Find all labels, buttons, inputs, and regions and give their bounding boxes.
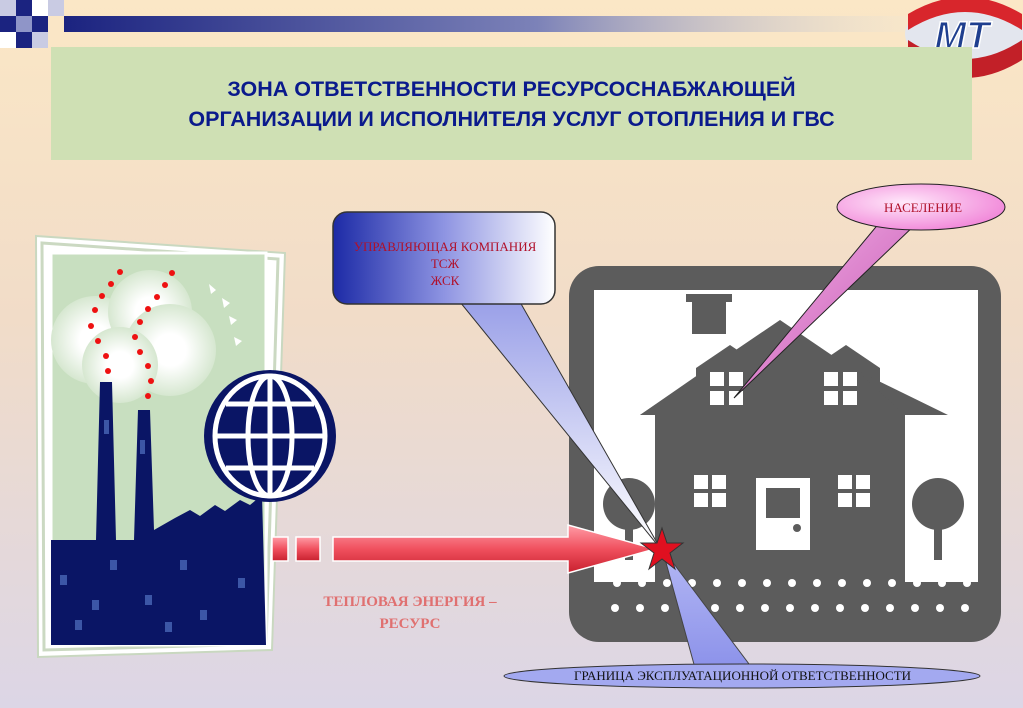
management-callout <box>332 211 661 549</box>
resource-label: ТЕПЛОВАЯ ЭНЕРГИЯ – РЕСУРС <box>290 591 530 635</box>
resource-line-2: РЕСУРС <box>379 616 441 632</box>
title-line-1: ЗОНА ОТВЕТСТВЕННОСТИ РЕСУРСОСНАБЖАЮЩЕЙ <box>227 76 796 101</box>
population-callout <box>733 183 1006 399</box>
house-windows <box>694 372 870 507</box>
management-label: УПРАВЛЯЮЩАЯ КОМПАНИЯ ТСЖ ЖСК <box>333 238 557 289</box>
management-line-1: УПРАВЛЯЮЩАЯ КОМПАНИЯ <box>353 239 537 254</box>
boundary-label: ГРАНИЦА ЭКСПЛУАТАЦИОННОЙ ОТВЕТСТВЕННОСТИ <box>573 668 912 683</box>
title-box: ЗОНА ОТВЕТСТВЕННОСТИ РЕСУРСОСНАБЖАЮЩЕЙ О… <box>51 47 972 160</box>
star-icon <box>639 526 685 571</box>
population-label: НАСЕЛЕНИЕ <box>883 200 963 215</box>
resource-line-1: ТЕПЛОВАЯ ЭНЕРГИЯ – <box>323 594 497 610</box>
management-line-3: ЖСК <box>430 273 460 288</box>
page-title: ЗОНА ОТВЕТСТВЕННОСТИ РЕСУРСОСНАБЖАЮЩЕЙ О… <box>188 74 834 134</box>
corner-decoration <box>0 0 924 48</box>
title-line-2: ОРГАНИЗАЦИИ И ИСПОЛНИТЕЛЯ УСЛУГ ОТОПЛЕНИ… <box>188 106 835 131</box>
smoke-dots <box>88 269 175 399</box>
ground-dots <box>611 579 971 612</box>
house-icon <box>569 266 1001 642</box>
arrow-right-icon <box>271 524 658 574</box>
tree-right <box>912 478 964 530</box>
management-line-2: ТСЖ <box>430 256 460 271</box>
boundary-callout <box>503 547 981 689</box>
sparkle-marks <box>209 284 242 346</box>
factory-windows <box>60 420 245 632</box>
globe-icon <box>204 370 336 502</box>
